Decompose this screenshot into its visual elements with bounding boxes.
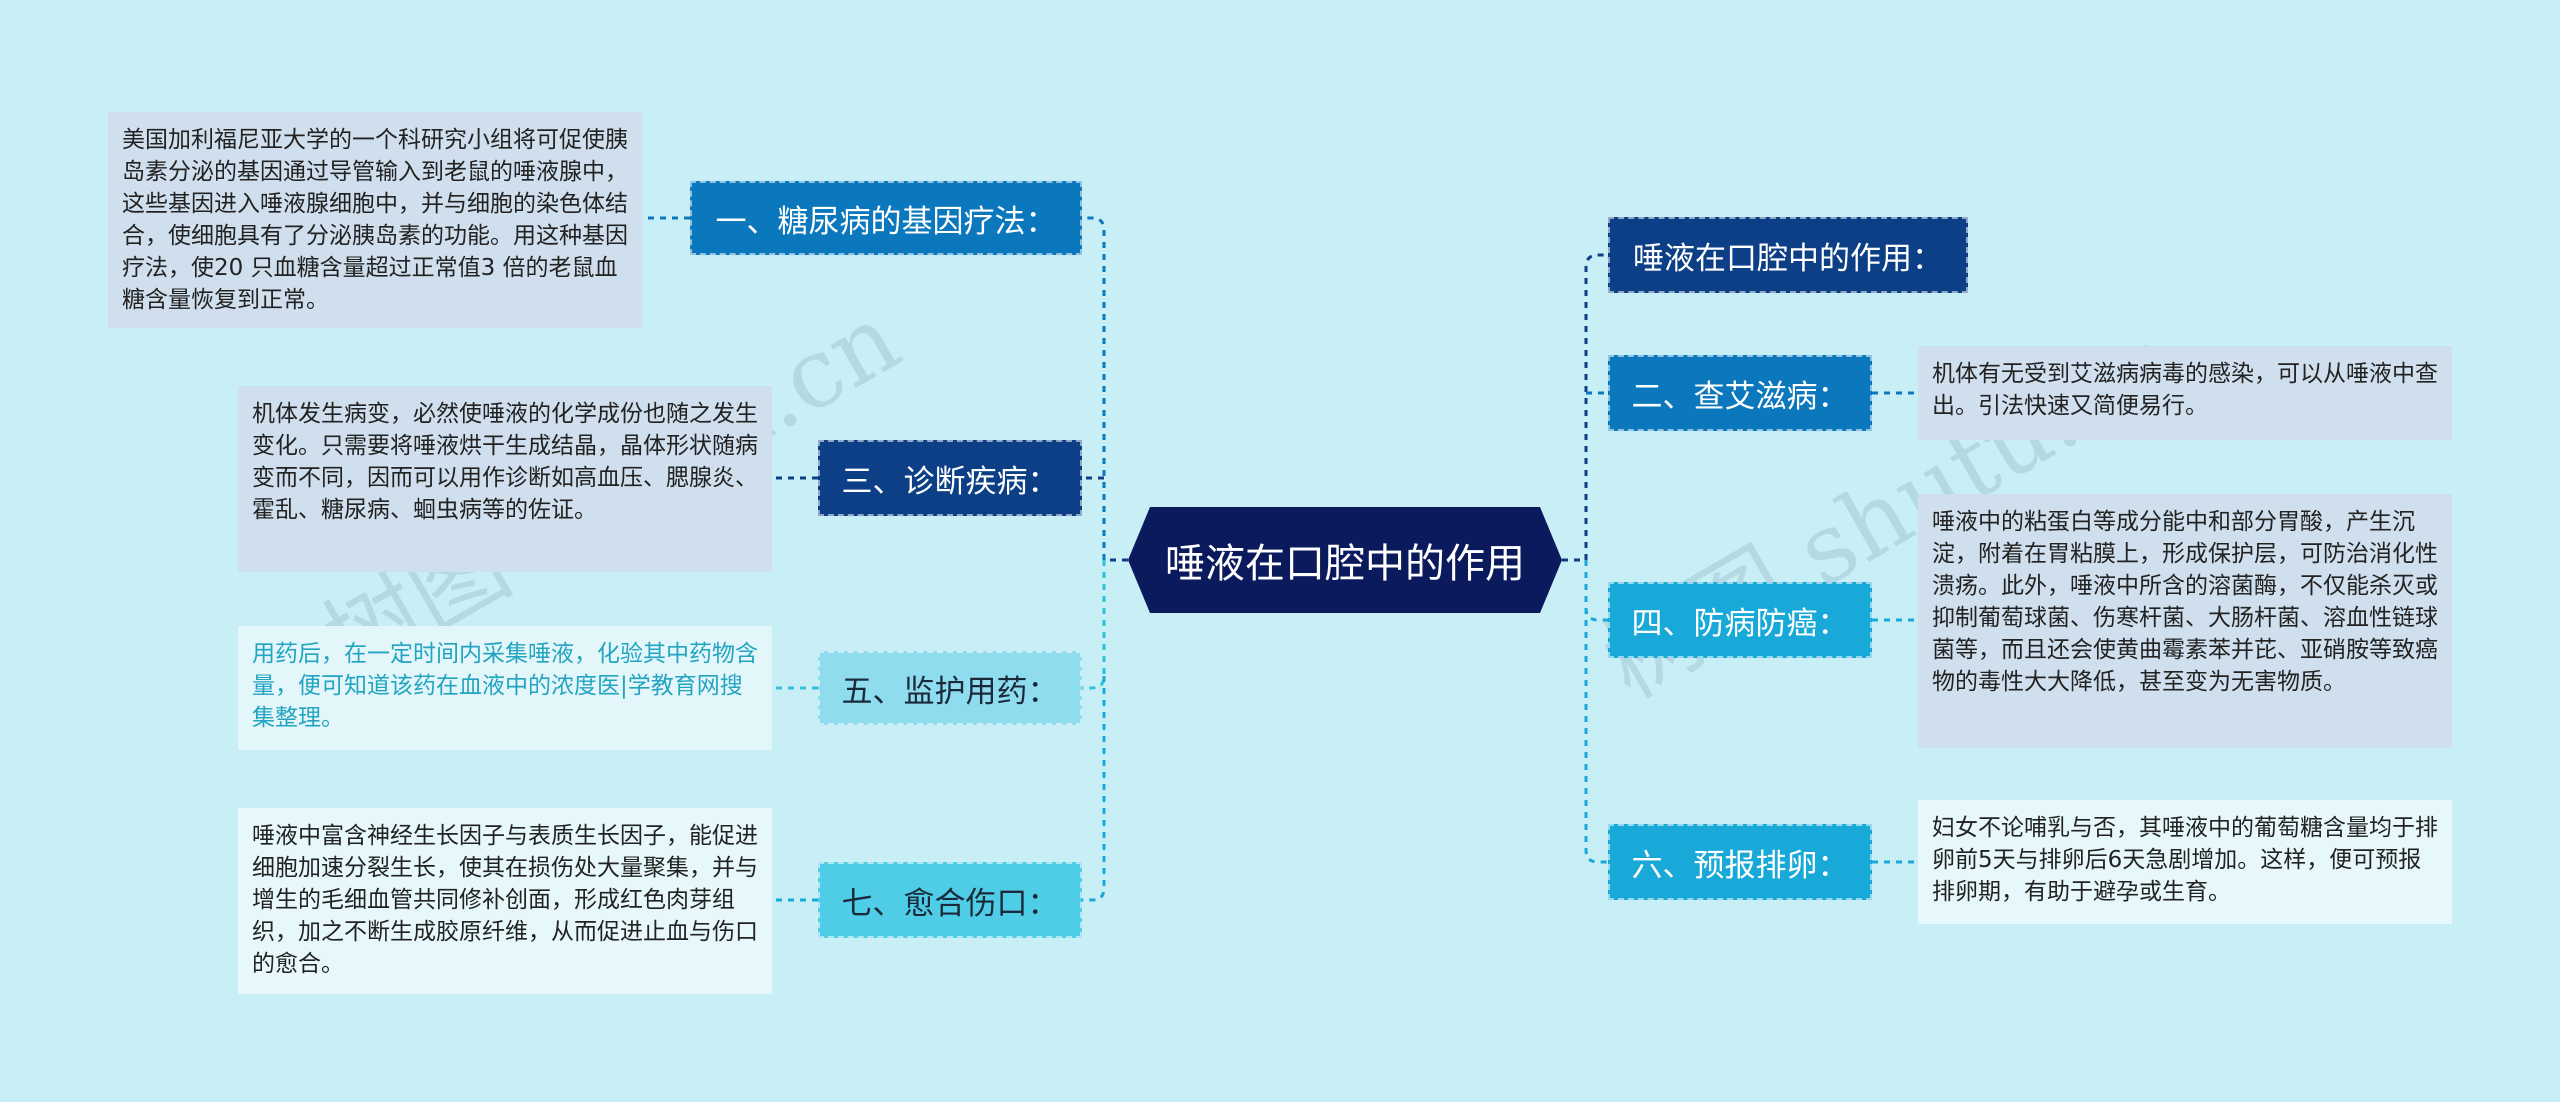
branch-diagnose-disease[interactable]: 三、诊断疾病： [818,440,1082,516]
branch-wound-healing[interactable]: 七、愈合伤口： [818,862,1082,938]
branch-label: 五、监护用药： [841,673,1059,710]
branch-label: 唾液在口腔中的作用： [1633,240,1943,277]
leaf-diabetes-gene-therapy: 美国加利福尼亚大学的一个科研究小组将可促使胰岛素分泌的基因通过导管输入到老鼠的唾… [108,112,642,328]
branch-disease-cancer-prevention[interactable]: 四、防病防癌： [1608,582,1872,658]
leaf-text: 妇女不论哺乳与否，其唾液中的葡萄糖含量均于排卵前5天与排卵后6天急剧增加。这样，… [1932,815,2438,905]
connector [1584,253,1608,560]
connector [1584,608,1608,864]
branch-medication-monitoring[interactable]: 五、监护用药： [818,651,1082,725]
branch-summary-title[interactable]: 唾液在口腔中的作用： [1608,217,1968,293]
leaf-text: 机体发生病变，必然使唾液的化学成份也随之发生变化。只需要将唾液烘干生成结晶，晶体… [252,401,758,523]
central-topic-shape [1128,507,1562,613]
branch-diabetes-gene-therapy[interactable]: 一、糖尿病的基因疗法： [690,181,1082,255]
branch-label: 四、防病防癌： [1631,605,1849,642]
branch-ovulation-prediction[interactable]: 六、预报排卵： [1608,824,1872,900]
central-topic[interactable]: 唾液在口腔中的作用 [1128,507,1562,613]
leaf-text: 唾液中的粘蛋白等成分能中和部分胃酸，产生沉淀，附着在胃粘膜上，形成保护层，可防治… [1932,509,2438,695]
central-topic-label: 唾液在口腔中的作用 [1165,541,1525,587]
leaf-medication-monitoring: 用药后，在一定时间内采集唾液，化验其中药物含量，便可知道该药在血液中的浓度医|学… [238,626,772,750]
branch-label: 一、糖尿病的基因疗法： [715,203,1057,240]
leaf-ovulation-prediction: 妇女不论哺乳与否，其唾液中的葡萄糖含量均于排卵前5天与排卵后6天急剧增加。这样，… [1918,800,2452,924]
connector [1082,560,1106,690]
branch-aids-test[interactable]: 二、查艾滋病： [1608,355,1872,431]
connector [1082,676,1106,902]
leaf-text: 机体有无受到艾滋病病毒的感染，可以从唾液中查出。引法快速又简便易行。 [1932,361,2438,419]
leaf-aids-test: 机体有无受到艾滋病病毒的感染，可以从唾液中查出。引法快速又简便易行。 [1918,346,2452,440]
branch-label: 二、查艾滋病： [1631,378,1849,415]
connector [1082,216,1106,560]
leaf-wound-healing: 唾液中富含神经生长因子与表质生长因子，能促进细胞加速分裂生长，使其在损伤处大量聚… [238,808,772,994]
leaf-diagnose-disease: 机体发生病变，必然使唾液的化学成份也随之发生变化。只需要将唾液烘干生成结晶，晶体… [238,386,772,572]
branch-label: 六、预报排卵： [1631,847,1849,884]
leaf-text: 美国加利福尼亚大学的一个科研究小组将可促使胰岛素分泌的基因通过导管输入到老鼠的唾… [122,127,628,313]
branch-label: 三、诊断疾病： [841,463,1059,500]
leaf-text: 用药后，在一定时间内采集唾液，化验其中药物含量，便可知道该药在血液中的浓度医|学… [252,641,758,731]
branch-label: 七、愈合伤口： [841,885,1059,922]
leaf-text: 唾液中富含神经生长因子与表质生长因子，能促进细胞加速分裂生长，使其在损伤处大量聚… [252,823,758,977]
leaf-disease-cancer-prevention: 唾液中的粘蛋白等成分能中和部分胃酸，产生沉淀，附着在胃粘膜上，形成保护层，可防治… [1918,494,2452,748]
